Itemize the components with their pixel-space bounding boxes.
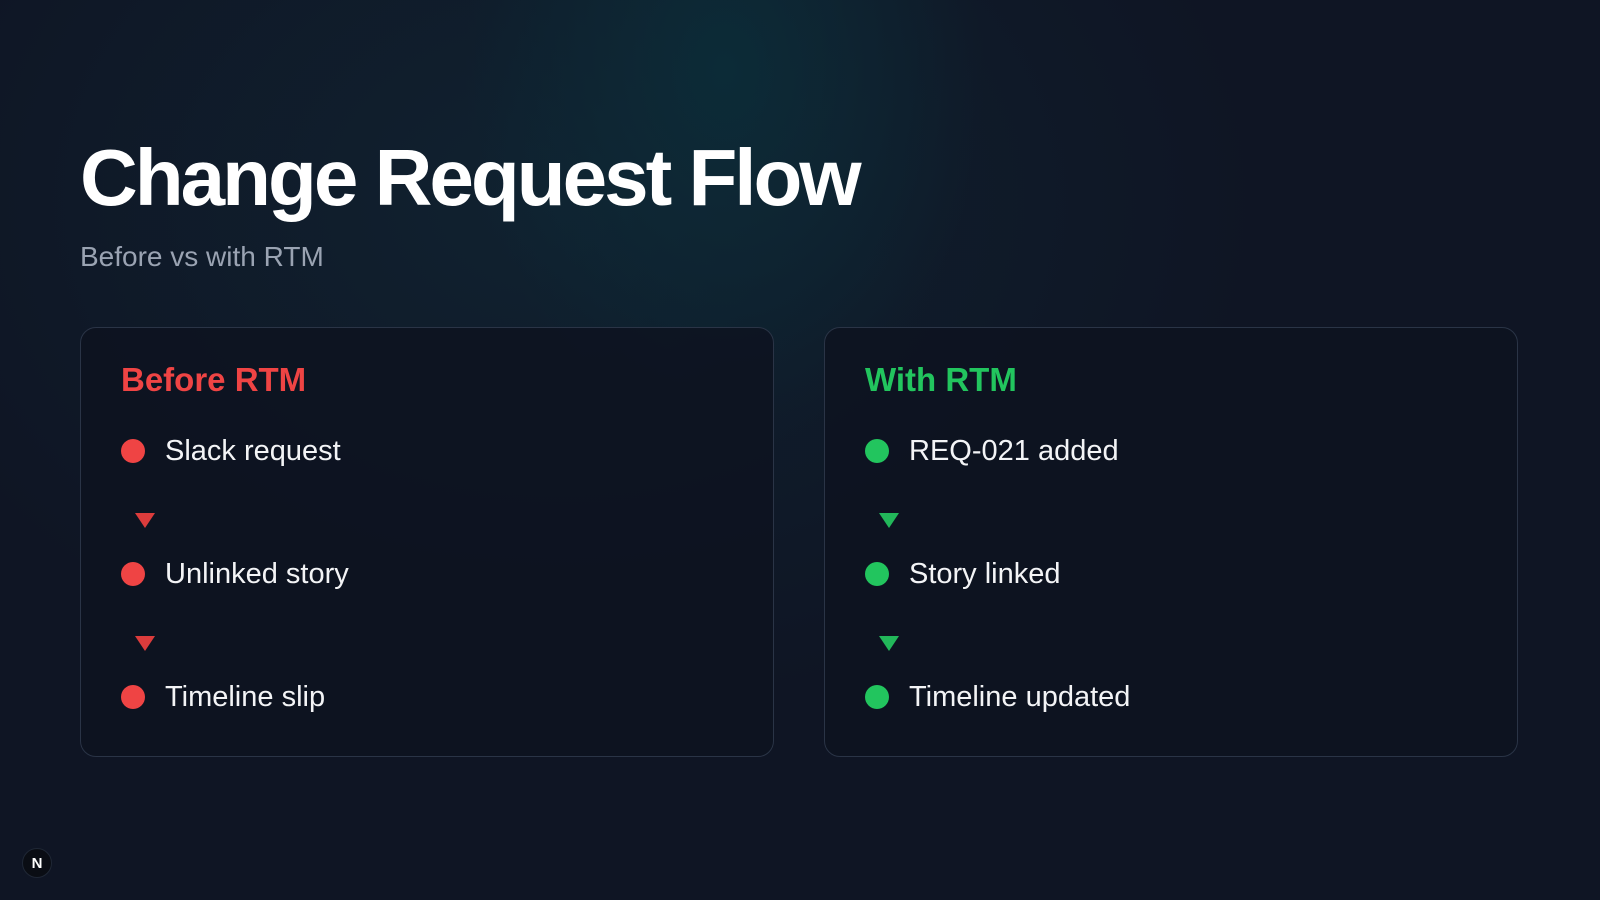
green-dot-icon — [865, 439, 889, 463]
step-label: Story linked — [909, 557, 1061, 590]
down-arrow-icon — [135, 513, 155, 528]
with-step-story-linked: Story linked — [865, 554, 1061, 594]
green-dot-icon — [865, 562, 889, 586]
before-rtm-panel: Before RTM Slack request Unlinked story … — [80, 327, 774, 757]
slide-title: Change Request Flow — [80, 133, 862, 222]
down-arrow-icon — [879, 513, 899, 528]
with-rtm-panel: With RTM REQ-021 added Story linked Time… — [824, 327, 1518, 757]
step-label: Slack request — [165, 434, 341, 467]
red-dot-icon — [121, 439, 145, 463]
slide-subtitle: Before vs with RTM — [80, 241, 324, 272]
with-step-timeline-updated: Timeline updated — [865, 677, 1130, 717]
step-label: REQ-021 added — [909, 434, 1119, 467]
step-label: Timeline slip — [165, 680, 326, 713]
step-label: Unlinked story — [165, 557, 349, 590]
red-dot-icon — [121, 685, 145, 709]
down-arrow-icon — [135, 636, 155, 651]
green-dot-icon — [865, 685, 889, 709]
before-step-slack-request: Slack request — [121, 431, 341, 471]
with-rtm-heading: With RTM — [865, 361, 1017, 398]
before-step-timeline-slip: Timeline slip — [121, 677, 325, 717]
step-label: Timeline updated — [909, 680, 1131, 713]
before-step-unlinked-story: Unlinked story — [121, 554, 349, 594]
before-rtm-heading: Before RTM — [121, 361, 307, 398]
brand-letter: N — [31, 854, 43, 872]
n-logo-icon[interactable]: N — [22, 848, 52, 878]
down-arrow-icon — [879, 636, 899, 651]
with-step-req-added: REQ-021 added — [865, 431, 1119, 471]
red-dot-icon — [121, 562, 145, 586]
